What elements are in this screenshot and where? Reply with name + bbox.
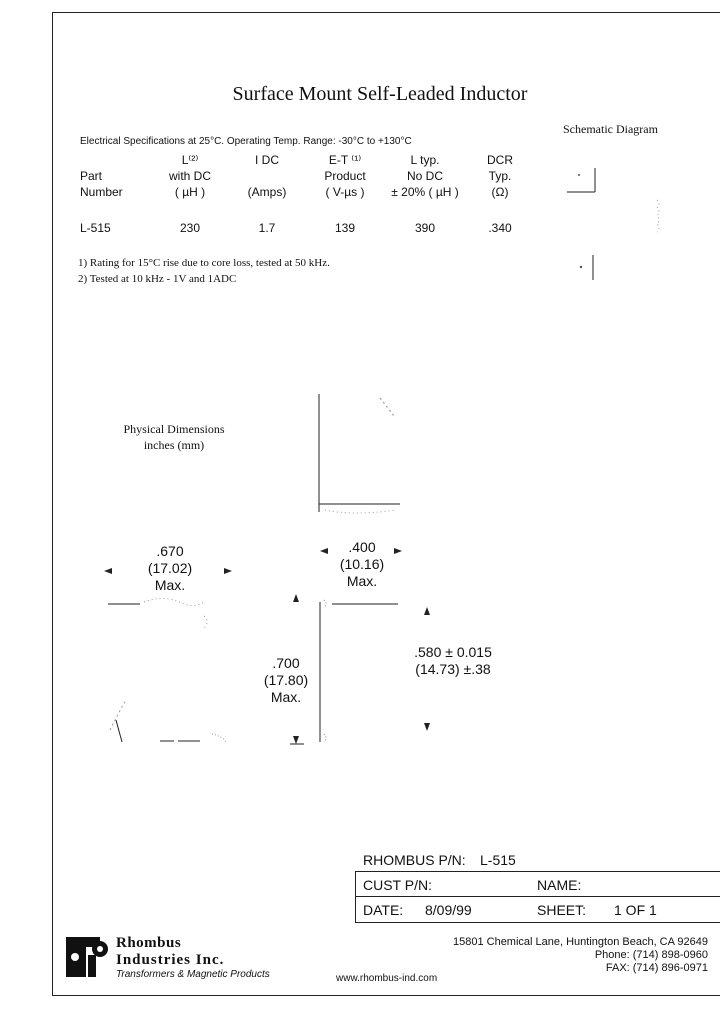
cell-idc: 1.7 bbox=[258, 221, 276, 235]
company-address: 15801 Chemical Lane, Huntington Beach, C… bbox=[452, 936, 708, 948]
col-dcr: DCR Typ. (Ω) bbox=[487, 153, 513, 199]
company-name-2: Industries Inc. bbox=[116, 952, 225, 968]
cell-et: 139 bbox=[334, 221, 356, 235]
width-label: .670 (17.02) Max. bbox=[147, 543, 193, 593]
side-view-drawing bbox=[290, 594, 398, 745]
tb-line-1 bbox=[355, 871, 720, 872]
sheet-value: 1 OF 1 bbox=[614, 902, 657, 918]
rhombus-pn-label: RHOMBUS P/N: bbox=[363, 852, 466, 868]
rhombus-pn-value: L-515 bbox=[480, 852, 516, 868]
lead-arrows bbox=[424, 607, 430, 731]
note-2: 2) Tested at 10 kHz - 1V and 1ADC bbox=[78, 273, 237, 285]
page-title: Surface Mount Self-Leaded Inductor bbox=[232, 83, 528, 105]
tb-line-left bbox=[355, 871, 356, 923]
col-idc: I DC (Amps) bbox=[247, 153, 287, 199]
company-tagline: Transformers & Magnetic Products bbox=[116, 969, 270, 980]
col-l-typ: L typ. No DC ± 20% ( µH ) bbox=[391, 153, 459, 199]
company-fax: FAX: (714) 896-0971 bbox=[605, 962, 708, 974]
sheet-label: SHEET: bbox=[537, 902, 587, 918]
depth-label: .400 (10.16) Max. bbox=[339, 539, 385, 589]
date-label: DATE: bbox=[363, 902, 404, 918]
cell-l-dc: 230 bbox=[179, 221, 201, 235]
sheet-border bbox=[52, 12, 720, 996]
date-value: 8/09/99 bbox=[425, 902, 472, 918]
lead-label: .580 ± 0.015 (14.73) ±.38 bbox=[414, 644, 492, 677]
company-phone: Phone: (714) 898-0960 bbox=[594, 949, 708, 961]
physical-dims-title: Physical Dimensions inches (mm) bbox=[123, 422, 225, 452]
height-label: .700 (17.80) Max. bbox=[263, 655, 309, 705]
schematic-diagram bbox=[567, 168, 660, 280]
col-et: E-T ⁽¹⁾ Product ( V-µs ) bbox=[324, 153, 366, 199]
top-view-drawing bbox=[318, 394, 400, 514]
width-arrows bbox=[104, 568, 232, 574]
cust-pn-label: CUST P/N: bbox=[363, 877, 432, 893]
tb-line-2 bbox=[355, 896, 720, 897]
note-1: 1) Rating for 15°C rise due to core loss… bbox=[78, 257, 330, 269]
cell-part: L-515 bbox=[80, 221, 111, 235]
front-view-drawing bbox=[108, 598, 227, 743]
company-name-1: Rhombus bbox=[116, 935, 182, 951]
name-label: NAME: bbox=[537, 877, 582, 893]
col-l-dc: L⁽²⁾ with DC ( µH ) bbox=[168, 153, 211, 199]
rhombus-logo-icon bbox=[66, 937, 108, 977]
tb-line-3 bbox=[355, 922, 720, 923]
depth-arrows bbox=[320, 548, 402, 554]
company-web[interactable]: www.rhombus-ind.com bbox=[336, 973, 438, 984]
col-part: Part Number bbox=[80, 169, 123, 199]
schematic-title: Schematic Diagram bbox=[563, 122, 658, 136]
specs-line: Electrical Specifications at 25°C. Opera… bbox=[80, 136, 412, 147]
cell-l-typ: 390 bbox=[414, 221, 436, 235]
cell-dcr: .340 bbox=[488, 221, 512, 235]
